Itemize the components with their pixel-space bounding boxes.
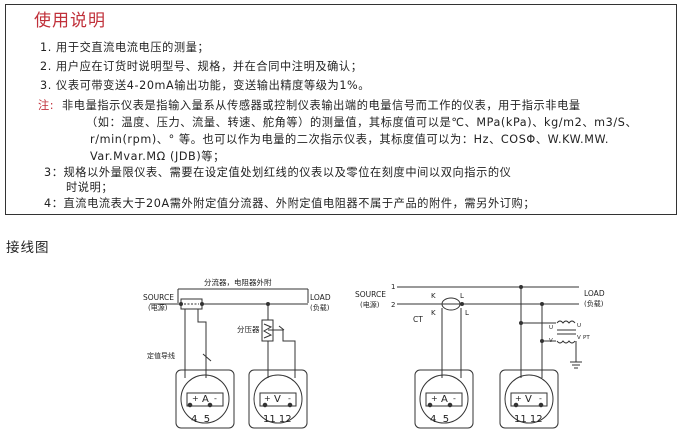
note-line-2: （如：温度、压力、流量、转速、舵角等）的测量值，其标度值可以是℃、MPa(kPa… [86, 116, 638, 129]
pt-u-right: U [577, 323, 581, 329]
pt-u-top: U [549, 325, 553, 331]
left-voltmeter-body [248, 369, 308, 429]
right-a-terminals: 4 5 [430, 414, 449, 425]
ct-k-bottom: K [431, 309, 436, 317]
right-load-sub: (负载) [584, 299, 604, 308]
item3b-line-1: 3：规格以外量限仪表、需要在设定值处划红线的仪表以及零位在刻度中间以双向指示的仪 [44, 166, 512, 179]
note-label: 注: [38, 99, 55, 112]
lead-arrow [202, 353, 212, 362]
ct-l-top: L [460, 292, 464, 300]
ct-label: CT [413, 315, 423, 324]
note-line-1: 非电量指示仪表是指输入量系从传感器或控制仪表输出端的电量信号而工作的仪表，用于指… [62, 99, 581, 112]
right-source-sub: (电源) [360, 300, 380, 309]
left-a-symbol: A [202, 394, 209, 405]
lead-label: 定值导线 [147, 351, 175, 360]
left-load-label: LOAD [310, 293, 331, 302]
left-v-terminals: 11 12 [263, 414, 292, 425]
left-source-label: SOURCE [143, 293, 174, 302]
left-ammeter-body [175, 369, 235, 429]
pt-v-right: V [577, 335, 581, 341]
item-3: 3. 仪表可带变送4-20mA输出功能，变送输出精度等级为1%。 [40, 79, 371, 92]
left-v-minus: - [288, 394, 291, 403]
pt-coil-upper [556, 320, 576, 324]
right-v-symbol: V [525, 394, 532, 405]
right-v-terminals: 11 12 [514, 414, 543, 425]
ct-l-bottom: L [465, 309, 469, 317]
left-a-plus: + [192, 394, 199, 403]
left-a-terminals: 4 5 [191, 414, 210, 425]
right-load-label: LOAD [584, 289, 605, 298]
pt-label: PT [583, 335, 590, 341]
right-a-plus: + [431, 394, 438, 403]
item-4: 4：直流电流表大于20A需外附定值分流器、外附定值电阻器不属于产品的附件，需另外… [44, 197, 536, 210]
line-2-label: 2 [391, 301, 395, 309]
right-a-symbol: A [441, 394, 448, 405]
left-a-minus: - [214, 394, 217, 403]
left-top-label: 分流器，电阻器外附 [204, 277, 272, 287]
item-1: 1. 用于交直流电流电压的测量； [40, 41, 210, 54]
note-line-3: r/min(rpm)、° 等。也可以作为电量的二次指示仪表，其标度值可以为：Hz… [90, 133, 609, 146]
right-v-plus: + [515, 394, 522, 403]
line-1-label: 1 [391, 283, 395, 291]
item-2: 2. 用户应在订货时说明型号、规格，并在合同中注明及确认； [40, 60, 363, 73]
ct-k-top: K [431, 292, 436, 300]
right-ammeter-body [414, 369, 474, 429]
divider-label: 分压器 [237, 325, 260, 334]
left-v-plus: + [264, 394, 271, 403]
item3b-line-2: 时说明； [66, 181, 114, 194]
right-voltmeter-body [499, 369, 559, 429]
instructions-box [5, 4, 677, 215]
wiring-section-title: 接线图 [6, 240, 50, 256]
right-v-minus: - [539, 394, 542, 403]
right-source-label: SOURCE [355, 290, 386, 299]
ct-coil [441, 297, 461, 311]
note-line-4: Var.Mvar.MΩ (JDB)等； [90, 150, 225, 163]
right-a-minus: - [453, 394, 456, 403]
instructions-title: 使用说明 [34, 11, 106, 31]
left-v-symbol: V [274, 394, 281, 405]
pt-coil-lower [556, 340, 576, 344]
pt-v-top: V [549, 338, 553, 344]
left-load-sub: (负载) [310, 303, 330, 312]
left-source-sub: (电源) [148, 303, 168, 312]
